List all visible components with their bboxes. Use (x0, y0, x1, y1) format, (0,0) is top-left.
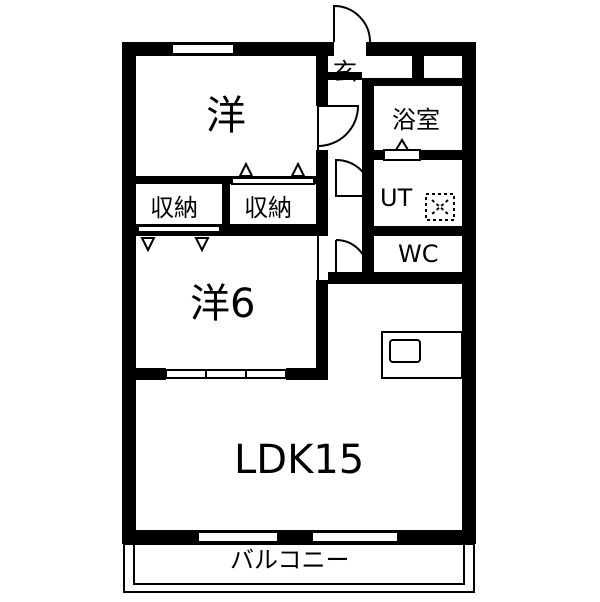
room-label-bathroom: 浴室 (392, 106, 440, 134)
room-label-closet-left: 収納 (150, 194, 198, 222)
room-label-western-b: 洋6 (190, 281, 256, 327)
closet-doors (137, 161, 315, 253)
windows (171, 43, 399, 543)
kitchen-counter (381, 331, 463, 379)
sliding-doors (165, 369, 287, 379)
washer-space (425, 193, 455, 221)
room-label-toilet: WC (398, 240, 439, 268)
room-label-western-a: 洋 (206, 93, 246, 139)
swing-doors (317, 4, 374, 280)
room-label-ldk: LDK15 (234, 437, 365, 483)
room-label-utility: UT (380, 184, 413, 212)
balcony (123, 543, 475, 593)
room-label-closet-right: 収納 (244, 194, 292, 222)
bath-step (383, 138, 421, 161)
room-label-entrance: 玄 (333, 58, 357, 86)
room-label-balcony: バルコニー (230, 546, 350, 574)
